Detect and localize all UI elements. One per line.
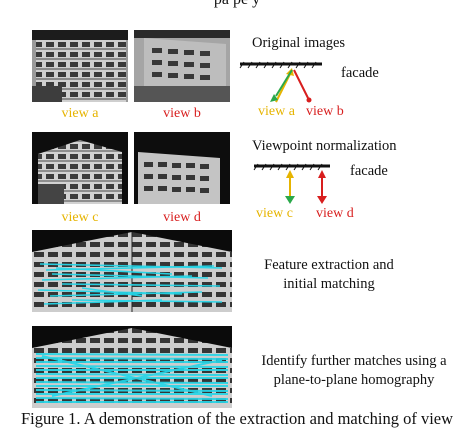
facade-label-2: facade: [350, 163, 388, 179]
arrow-label-view-d: view d: [316, 206, 354, 221]
photo-further-matches: [32, 326, 232, 408]
arrow-label-view-c: view c: [256, 206, 293, 221]
label-view-b: view b: [163, 106, 201, 121]
cropped-top-text: pa pe y: [0, 0, 474, 10]
photo-initial-matching: [32, 230, 232, 312]
arrow-label-view-b: view b: [306, 104, 344, 119]
step-viewpoint-normalization: Viewpoint normalization: [252, 138, 397, 154]
label-view-a: view a: [61, 106, 99, 121]
facade-label-1: facade: [341, 65, 379, 81]
facade-diagram-1: [236, 56, 336, 121]
photo-view-c: [32, 132, 128, 204]
figure-caption: Figure 1. A demonstration of the extract…: [20, 409, 454, 428]
step-feature-extraction: Feature extraction and initial matching: [264, 257, 394, 292]
step-original-images: Original images: [252, 35, 346, 51]
photo-view-d: [134, 132, 230, 204]
photo-view-a: [32, 30, 128, 102]
photo-view-b: [134, 30, 230, 102]
arrow-label-view-a: view a: [258, 104, 295, 119]
label-view-d: view d: [163, 210, 201, 225]
step-further-matches: Identify further matches using a plane-t…: [261, 353, 447, 388]
label-view-c: view c: [61, 210, 99, 225]
facade-diagram-2: [250, 160, 340, 215]
